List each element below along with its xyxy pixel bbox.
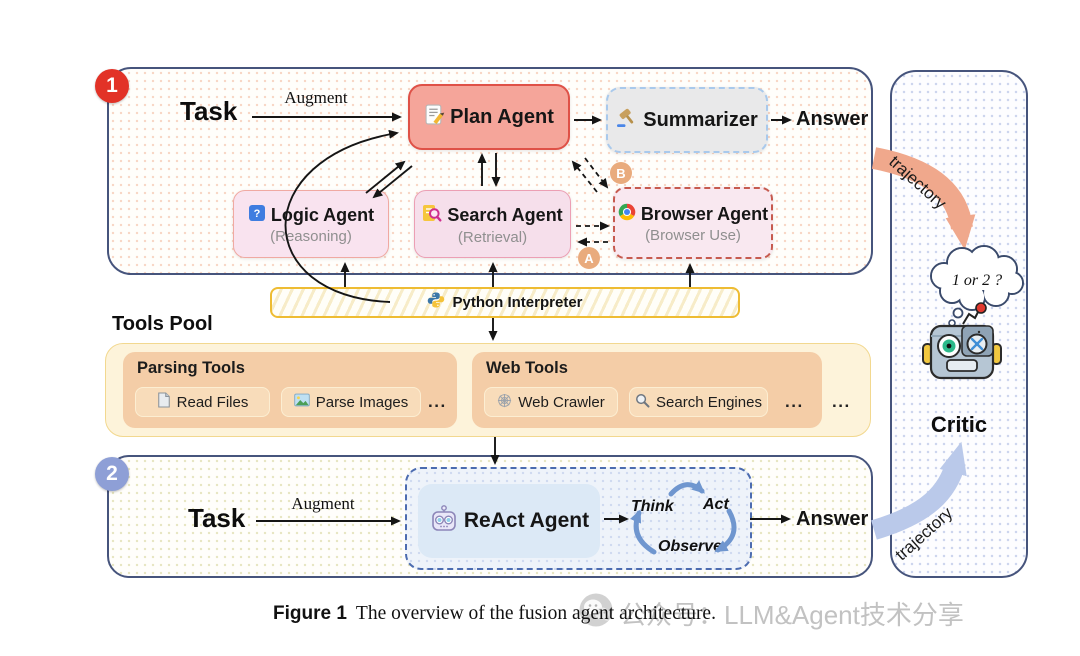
python-interpreter-label: Python Interpreter: [452, 294, 583, 311]
watermark: 公众号：LLM&Agent技术分享: [578, 592, 964, 635]
web-icon: [497, 393, 512, 412]
plan-agent-label: Plan Agent: [450, 105, 554, 128]
react-agent-box: ReAct Agent: [418, 484, 600, 558]
parsing-tools-title: Parsing Tools: [137, 359, 245, 377]
search-agent-box: Search Agent (Retrieval): [414, 190, 571, 258]
python-icon: [427, 291, 445, 314]
react-agent-label: ReAct Agent: [463, 509, 590, 532]
search-agent-sub: (Retrieval): [457, 228, 528, 246]
image-icon: [293, 393, 310, 411]
observe-label: Observe: [658, 538, 723, 555]
badge-a: A: [578, 247, 600, 269]
wechat-icon: [578, 592, 614, 635]
summarizer-label: Summarizer: [643, 108, 758, 131]
summarizer-box: Summarizer: [606, 87, 768, 153]
web-tools-title: Web Tools: [486, 359, 568, 377]
logic-agent-box: ? Logic Agent (Reasoning): [233, 190, 389, 258]
parse-images-label: Parse Images: [315, 393, 409, 411]
caption-figure-label: Figure 1: [273, 603, 347, 624]
read-files-tool: Read Files: [135, 387, 270, 417]
think-label: Think: [631, 498, 674, 515]
answer-label-1: Answer: [796, 108, 869, 130]
doc-magnifier-icon: [422, 203, 442, 228]
memo-icon: [424, 104, 445, 130]
augment-label-1: Augment: [284, 88, 348, 107]
browser-agent-label: Browser Agent: [640, 203, 769, 224]
panel-1-badge: 1: [95, 69, 129, 103]
task-label-2: Task: [188, 503, 246, 533]
critic-robot-icon: [917, 300, 1007, 399]
caption-text: The overview of the fusion agent archite…: [355, 603, 716, 624]
parse-images-tool: Parse Images: [281, 387, 421, 417]
plan-agent-box: Plan Agent: [408, 84, 570, 150]
parsing-more-dots: ...: [428, 392, 447, 411]
search-engines-tool: Search Engines: [629, 387, 768, 417]
browser-agent-box: Browser Agent (Browser Use): [613, 187, 773, 259]
watermark-text: 公众号：LLM&Agent技术分享: [620, 600, 964, 630]
magnifier-icon: [635, 393, 650, 412]
read-files-label: Read Files: [176, 393, 249, 411]
file-icon: [157, 392, 171, 412]
act-label: Act: [703, 496, 729, 513]
gavel-icon: [616, 107, 638, 133]
critic-label: Critic: [930, 412, 988, 437]
badge-b: B: [610, 162, 632, 184]
chrome-icon: [618, 203, 636, 226]
browser-agent-sub: (Browser Use): [645, 226, 741, 244]
search-engines-label: Search Engines: [656, 393, 762, 411]
web-crawler-tool: Web Crawler: [484, 387, 618, 417]
logic-agent-sub: (Reasoning): [270, 227, 352, 245]
task-label-1: Task: [180, 96, 238, 126]
outer-more-dots: ...: [832, 392, 851, 411]
python-interpreter-bar: Python Interpreter: [270, 287, 740, 318]
search-agent-label: Search Agent: [447, 204, 563, 225]
web-crawler-label: Web Crawler: [518, 393, 605, 411]
svg-text:?: ?: [253, 208, 260, 220]
panel-2-badge: 2: [95, 457, 129, 491]
figure-caption: Figure 1 The overview of the fusion agen…: [273, 603, 716, 625]
thought-text: 1 or 2 ?: [952, 272, 1002, 289]
logic-agent-label: Logic Agent: [270, 204, 375, 225]
web-more-dots: ...: [785, 392, 804, 411]
augment-label-2: Augment: [291, 494, 355, 513]
question-book-icon: ?: [248, 204, 266, 227]
answer-label-2: Answer: [796, 508, 869, 530]
robot-icon: [429, 504, 459, 539]
thought-bubble: 1 or 2 ?: [922, 240, 1034, 337]
tools-pool-title: Tools Pool: [112, 313, 213, 335]
